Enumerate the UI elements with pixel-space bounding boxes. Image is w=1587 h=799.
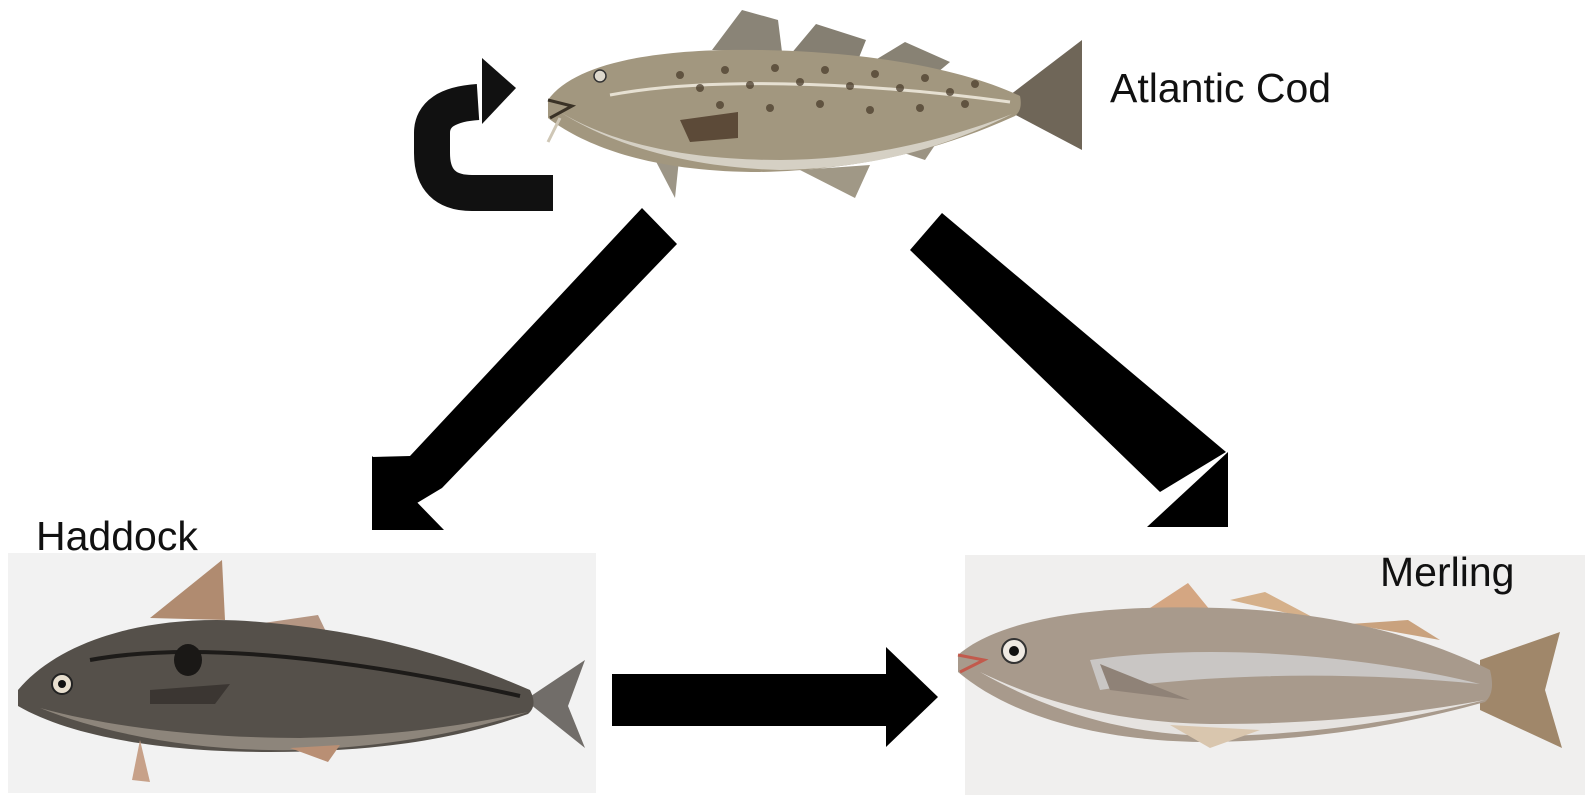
merling-fish-icon <box>958 583 1562 748</box>
arrow-cod-to-merling-icon <box>910 213 1228 527</box>
merling-label: Merling <box>1380 552 1514 593</box>
haddock-label: Haddock <box>36 516 198 557</box>
haddock-fish-icon <box>18 560 585 782</box>
self-loop-arrow-icon <box>432 58 553 193</box>
arrow-cod-to-haddock-icon <box>372 208 677 530</box>
atlantic-cod-label: Atlantic Cod <box>1110 68 1331 109</box>
arrow-haddock-to-merling-icon <box>612 647 938 747</box>
atlantic-cod-fish-icon <box>548 10 1082 198</box>
